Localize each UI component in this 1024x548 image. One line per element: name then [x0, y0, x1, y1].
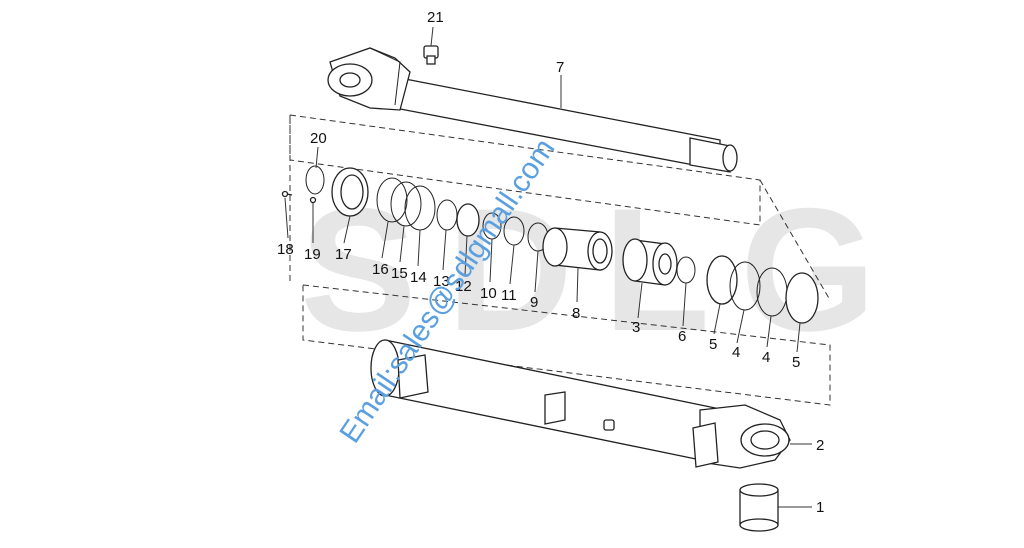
callout-1: 1: [816, 499, 824, 516]
callout-14: 14: [410, 269, 427, 286]
callout-10: 10: [480, 285, 497, 302]
callout-21: 21: [427, 9, 444, 26]
callout-5b: 5: [792, 354, 800, 371]
callout-3: 3: [632, 319, 640, 336]
barrel-group-guide: [302, 284, 831, 406]
callout-4a: 4: [732, 344, 740, 361]
callout-19: 19: [304, 246, 321, 263]
callout-8: 8: [572, 305, 580, 322]
callout-5a: 5: [709, 336, 717, 353]
callout-6: 6: [678, 328, 686, 345]
brand-watermark: SDLG: [300, 173, 906, 368]
grease-nipple: [423, 45, 439, 65]
callout-12: 12: [455, 278, 472, 295]
callout-20: 20: [310, 130, 327, 147]
callout-16: 16: [372, 261, 389, 278]
callout-2: 2: [816, 437, 824, 454]
leader-lines: [284, 26, 812, 508]
callout-4b: 4: [762, 349, 770, 366]
callout-13: 13: [433, 273, 450, 290]
cylinder-barrel: [370, 339, 791, 469]
callout-18: 18: [277, 241, 294, 258]
callout-11: 11: [501, 287, 517, 304]
bushing: [739, 483, 779, 532]
callout-15: 15: [391, 265, 408, 282]
guide-line-right: [759, 179, 831, 301]
piston-rod: [327, 47, 738, 173]
seal-kit-parts: [281, 165, 819, 324]
callout-7: 7: [556, 59, 564, 76]
callout-17: 17: [335, 246, 352, 263]
callout-9: 9: [530, 294, 538, 311]
